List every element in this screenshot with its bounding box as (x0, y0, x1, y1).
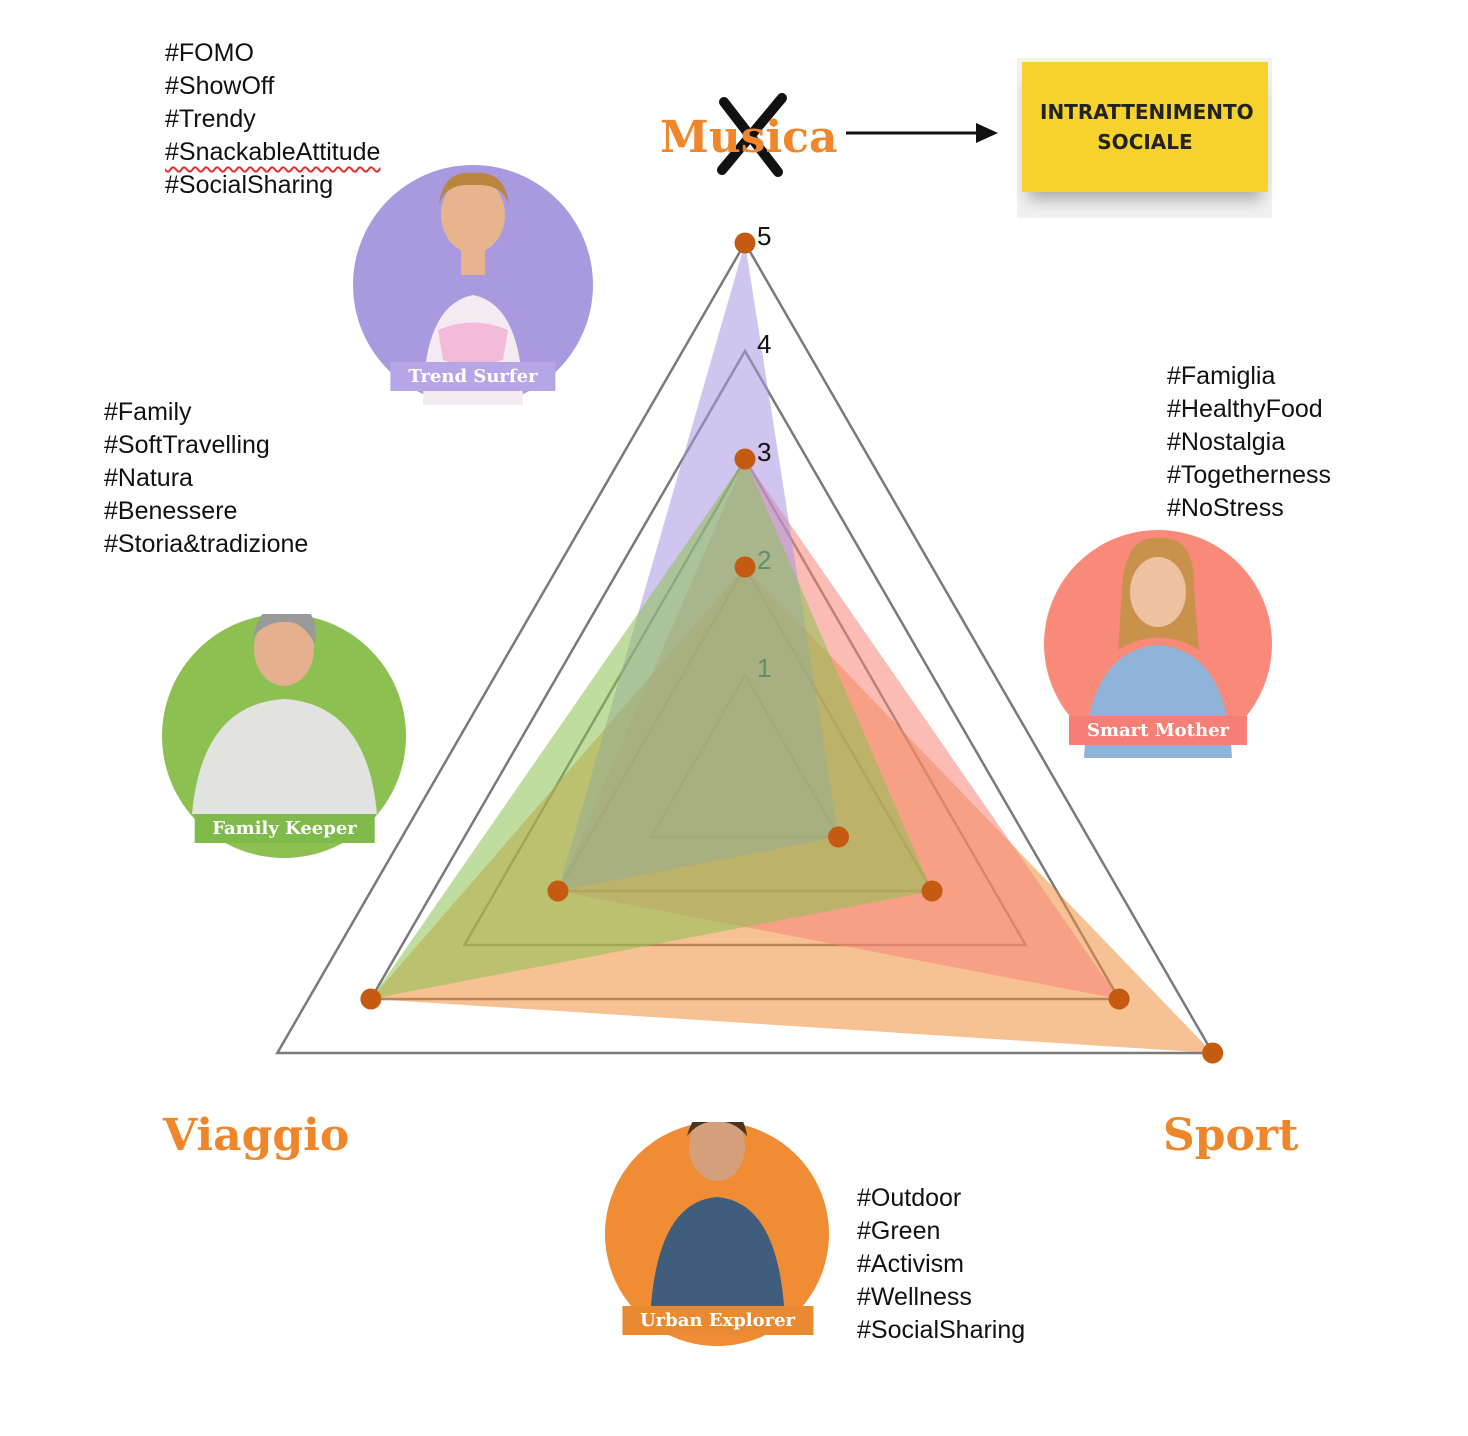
scale-label-4: 4 (757, 329, 771, 359)
tag: #SoftTravelling (104, 431, 270, 459)
tag: #Famiglia (1167, 362, 1276, 390)
tag: #Natura (104, 464, 193, 492)
avatar-family-keeper: Family Keeper (162, 601, 407, 859)
avatar-trend-surfer: Trend Surfer (353, 165, 593, 405)
data-point (734, 556, 756, 578)
tags-family-keeper: #Family #SoftTravelling #Natura #Benesse… (104, 396, 308, 561)
person-illustration (605, 1107, 829, 1346)
tags-smart-mother: #Famiglia #HealthyFood #Nostalgia #Toget… (1167, 360, 1331, 525)
cross-mark-icon (717, 93, 787, 177)
scale-label-5: 5 (757, 221, 771, 251)
persona-badge: Family Keeper (194, 814, 375, 843)
axis-label-viaggio: Viaggio (163, 1110, 350, 1161)
tag: #Outdoor (857, 1184, 962, 1212)
decorations (717, 93, 998, 177)
person-illustration (353, 165, 593, 405)
tag: #Wellness (857, 1283, 972, 1311)
data-point (360, 988, 382, 1010)
arrow-head-icon (976, 123, 998, 143)
radar-markers (360, 232, 1224, 1064)
scale-label-1: 1 (757, 653, 771, 683)
radar-series (370, 243, 1213, 1053)
tag: #Activism (857, 1250, 964, 1278)
scale-label-2: 2 (757, 545, 771, 575)
data-point (734, 232, 756, 254)
tag: #SocialSharing (857, 1316, 1026, 1344)
data-point (1108, 988, 1130, 1010)
tags-urban-explorer: #Outdoor #Green #Activism #Wellness #Soc… (857, 1182, 1025, 1347)
tag: #Togetherness (1167, 461, 1332, 489)
radar-ring-5 (275, 240, 1215, 1055)
tags-trend-surfer: #FOMO #ShowOff #Trendy #SnackableAttitud… (165, 37, 380, 202)
tag: #ShowOff (165, 72, 275, 100)
tag: #Green (857, 1217, 941, 1245)
avatar-urban-explorer: Urban Explorer (605, 1107, 830, 1347)
data-point (921, 880, 943, 902)
persona-badge: Urban Explorer (621, 1306, 814, 1335)
tag: #HealthyFood (1167, 395, 1323, 423)
tag: #SocialSharing (165, 171, 334, 199)
avatar-smart-mother: Smart Mother (1044, 530, 1272, 758)
data-point (1202, 1042, 1224, 1064)
persona-badge: Trend Surfer (390, 362, 556, 391)
axis-label-musica: Musica (660, 112, 838, 163)
persona-badge: Smart Mother (1068, 716, 1248, 745)
sticky-note: INTRATTENIMENTO SOCIALE (1022, 62, 1268, 192)
tag: #FOMO (165, 39, 254, 67)
person-illustration (162, 601, 406, 858)
tag: #Benessere (104, 497, 238, 525)
series-family-keeper (370, 459, 933, 999)
sticky-note-text: INTRATTENIMENTO SOCIALE (1040, 100, 1254, 154)
tag: #Nostalgia (1167, 428, 1286, 456)
data-point (547, 880, 569, 902)
data-point (828, 826, 850, 848)
scale-label-3: 3 (757, 437, 771, 467)
tag: #SnackableAttitude (165, 138, 381, 166)
tag: #Storia&tradizione (104, 530, 309, 558)
tag: #Family (104, 398, 192, 426)
data-point (734, 448, 756, 470)
tag: #Trendy (165, 105, 256, 133)
tag: #NoStress (1167, 494, 1284, 522)
radar-scale-labels: 1 2 3 4 5 (757, 221, 771, 683)
axis-label-sport: Sport (1163, 1110, 1299, 1161)
